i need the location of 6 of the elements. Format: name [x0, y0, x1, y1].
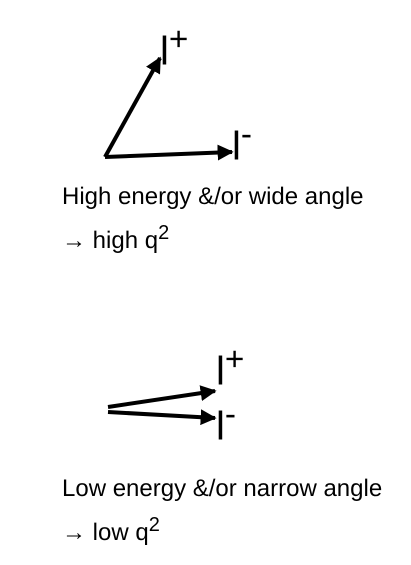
particle-label: l$^{+}$: [160, 22, 188, 74]
particle-label: l$^{-}$: [216, 397, 236, 448]
particle-label: l$^{-}$: [232, 117, 252, 168]
caption-text: High energy &/or wide angle → high q$^{2}$: [62, 182, 365, 256]
caption-text: Low energy &/or narrow angle → low q$^{2}$: [62, 474, 384, 548]
particle-label: l$^{+}$: [216, 342, 244, 394]
